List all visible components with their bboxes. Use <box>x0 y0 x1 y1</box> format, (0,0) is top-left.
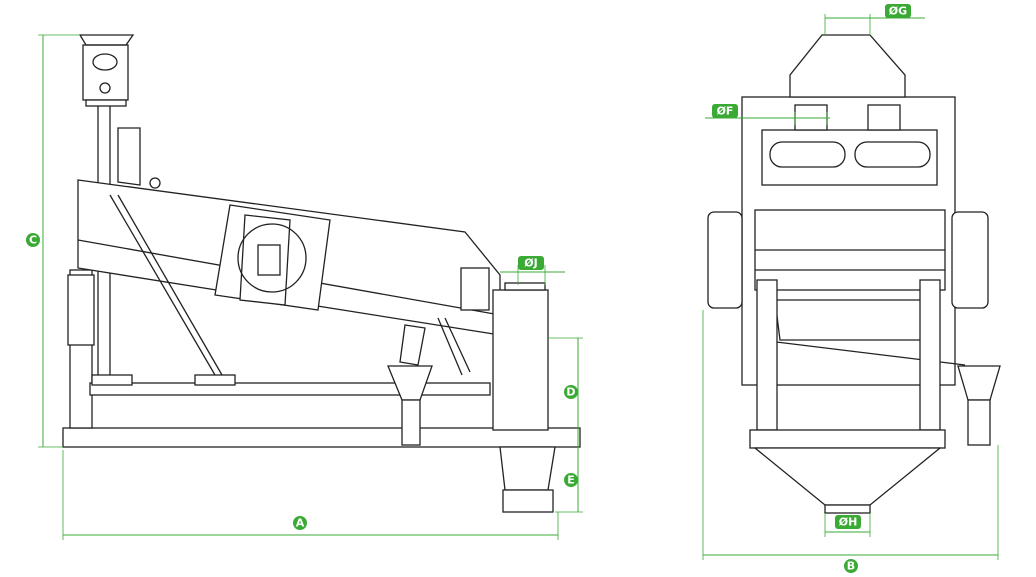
front-view <box>707 34 1001 514</box>
left-motor <box>707 211 743 309</box>
front-inlet-hopper <box>789 34 906 98</box>
right-motor <box>951 211 989 309</box>
front-outlet-hopper <box>753 447 942 506</box>
side-view <box>62 34 581 513</box>
dimension-label-h: ØH <box>835 515 861 529</box>
svg-text:E: E <box>567 474 575 487</box>
dimension-label-f: ØF <box>712 104 738 118</box>
svg-text:B: B <box>847 560 855 573</box>
dimension-label-d: D <box>564 385 578 399</box>
dimension-label-j: ØJ <box>518 256 544 270</box>
dimension-label-c: C <box>26 233 40 247</box>
outlet-box <box>492 289 549 431</box>
base-rail <box>89 382 491 396</box>
dimension-label-a: A <box>293 516 307 530</box>
dimension-lines <box>38 14 999 560</box>
dimension-label-b: B <box>844 559 858 573</box>
inlet-head <box>82 44 129 101</box>
lower-outlet <box>499 446 556 491</box>
svg-text:C: C <box>29 234 37 247</box>
svg-text:ØG: ØG <box>889 5 907 18</box>
svg-text:ØJ: ØJ <box>524 257 537 270</box>
svg-text:D: D <box>566 386 575 399</box>
svg-text:ØF: ØF <box>717 105 734 118</box>
svg-text:ØH: ØH <box>839 516 858 529</box>
base-frame <box>62 427 581 448</box>
front-right-leg <box>919 279 941 431</box>
front-left-leg <box>756 279 778 431</box>
svg-text:A: A <box>296 517 305 530</box>
dimension-label-g: ØG <box>885 4 911 18</box>
dimension-label-e: E <box>564 473 578 487</box>
